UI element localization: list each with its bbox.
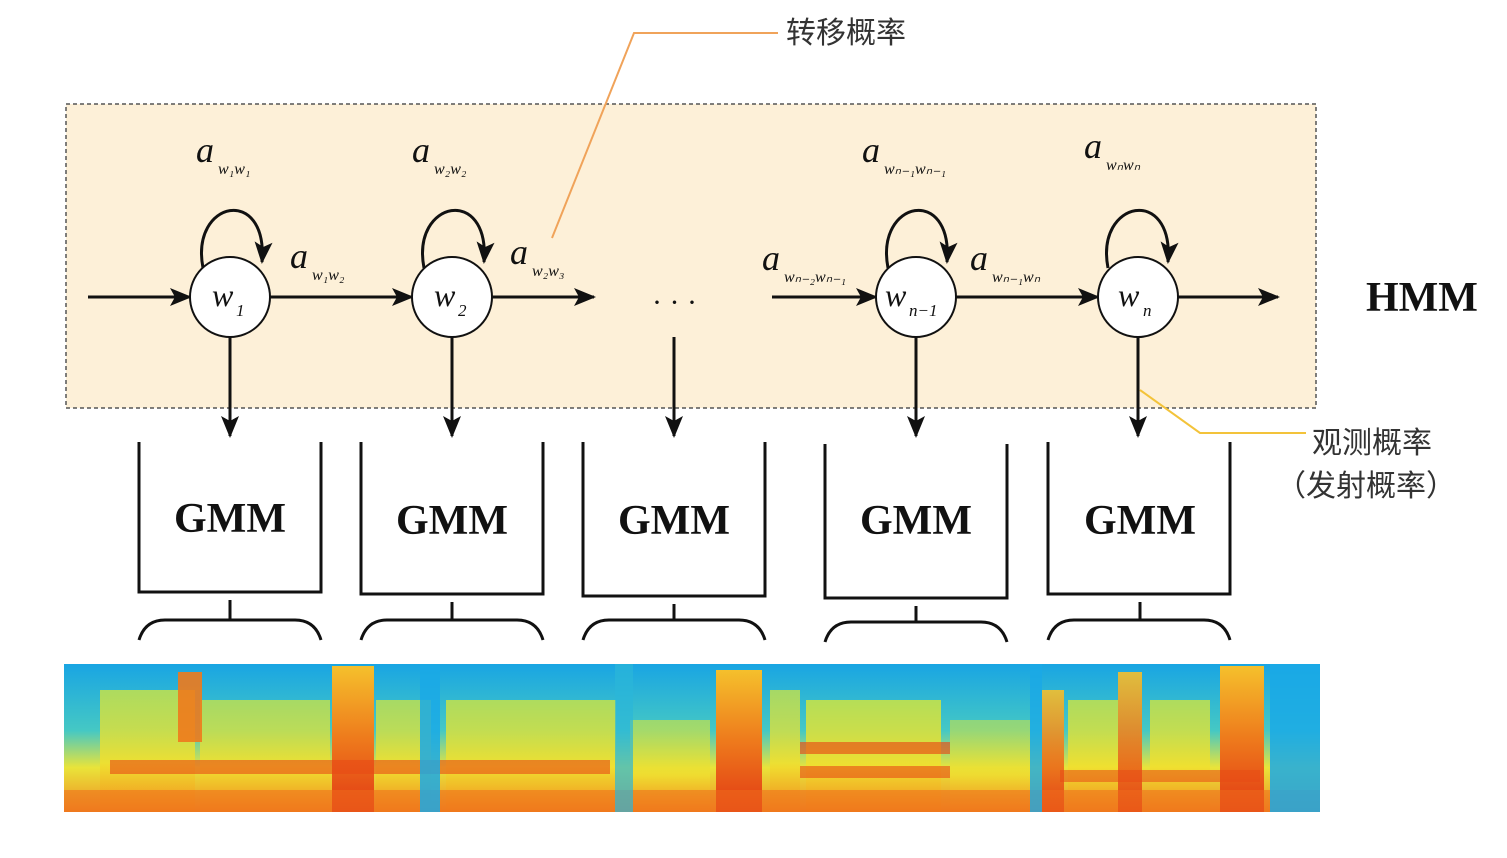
gmm-box-5: GMM xyxy=(1046,442,1232,596)
gmm-box-1: GMM xyxy=(137,442,323,594)
state-node-w2: w 2 xyxy=(411,256,493,338)
self-loop-wn xyxy=(1105,209,1179,269)
trans-prob-wn2wn1-sub: wₙ₋₂wₙ₋₁ xyxy=(784,269,846,286)
state-wn-sub: n xyxy=(1143,301,1152,320)
trans-prob-w2w3-base: a xyxy=(510,232,528,272)
self-prob-w2: a w₂w₂ xyxy=(412,130,467,178)
self-prob-wn1-sub: wₙ₋₁wₙ₋₁ xyxy=(884,161,946,178)
state-wn1-base: w xyxy=(885,277,907,313)
self-prob-wn1: a wₙ₋₁wₙ₋₁ xyxy=(862,130,946,178)
gmm-label-5: GMM xyxy=(1084,498,1196,544)
gmm-label-1: GMM xyxy=(174,496,286,542)
observation-prob-label: 观测概率 xyxy=(1312,426,1432,461)
transition-prob-label: 转移概率 xyxy=(786,16,906,51)
trans-prob-wn2wn1: a wₙ₋₂wₙ₋₁ xyxy=(762,238,846,286)
gmm-box-4: GMM xyxy=(823,444,1009,600)
self-loop-w1 xyxy=(200,209,273,269)
trans-prob-wn1wn-base: a xyxy=(970,238,988,278)
frame-brace-1 xyxy=(137,600,323,641)
frame-brace-5 xyxy=(1046,602,1232,641)
frame-brace-4 xyxy=(823,606,1009,643)
self-prob-w1-base: a xyxy=(196,130,214,170)
gmm-label-2: GMM xyxy=(396,498,508,544)
state-w1-sub: 1 xyxy=(236,301,245,320)
self-prob-wn: a wₙwₙ xyxy=(1084,126,1141,174)
state-w1-base: w xyxy=(212,277,234,313)
state-node-wn1: w n−1 xyxy=(875,256,957,338)
gmm-box-3: GMM xyxy=(581,442,767,598)
self-loop-w2 xyxy=(421,209,495,269)
observation-leader-line xyxy=(1139,389,1306,434)
self-prob-w2-base: a xyxy=(412,130,430,170)
hmm-label: HMM xyxy=(1366,275,1478,321)
trans-prob-w2w3-sub: w₂w₃ xyxy=(532,263,564,280)
spectrogram xyxy=(64,664,1320,812)
state-w2-base: w xyxy=(434,277,456,313)
emission-prob-label: （发射概率） xyxy=(1276,469,1456,504)
self-loop-wn1 xyxy=(885,209,958,269)
state-node-wn: w n xyxy=(1097,256,1179,338)
frame-brace-2 xyxy=(359,602,545,641)
trans-prob-w1w2: a w₁w₂ xyxy=(290,236,345,284)
hmm-panel xyxy=(65,103,1317,409)
ellipsis: · · · xyxy=(652,286,697,319)
self-prob-w1: a w₁w₁ xyxy=(196,130,250,178)
state-w2-sub: 2 xyxy=(458,301,467,320)
gmm-label-3: GMM xyxy=(618,498,730,544)
self-prob-wn1-base: a xyxy=(862,130,880,170)
trans-prob-wn2wn1-base: a xyxy=(762,238,780,278)
self-prob-w2-sub: w₂w₂ xyxy=(434,161,467,178)
transition-leader-line xyxy=(551,32,778,239)
self-prob-wn-base: a xyxy=(1084,126,1102,166)
state-wn-base: w xyxy=(1118,277,1140,313)
self-prob-wn-sub: wₙwₙ xyxy=(1106,157,1141,174)
frame-brace-3 xyxy=(581,604,767,641)
gmm-label-4: GMM xyxy=(860,498,972,544)
self-prob-w1-sub: w₁w₁ xyxy=(218,161,250,178)
trans-prob-wn1wn: a wₙ₋₁wₙ xyxy=(970,238,1041,286)
state-wn1-sub: n−1 xyxy=(909,301,937,320)
trans-prob-w2w3: a w₂w₃ xyxy=(510,232,564,280)
trans-prob-wn1wn-sub: wₙ₋₁wₙ xyxy=(992,269,1041,286)
state-node-w1: w 1 xyxy=(189,256,271,338)
trans-prob-w1w2-sub: w₁w₂ xyxy=(312,267,345,284)
trans-prob-w1w2-base: a xyxy=(290,236,308,276)
gmm-box-2: GMM xyxy=(359,442,545,596)
